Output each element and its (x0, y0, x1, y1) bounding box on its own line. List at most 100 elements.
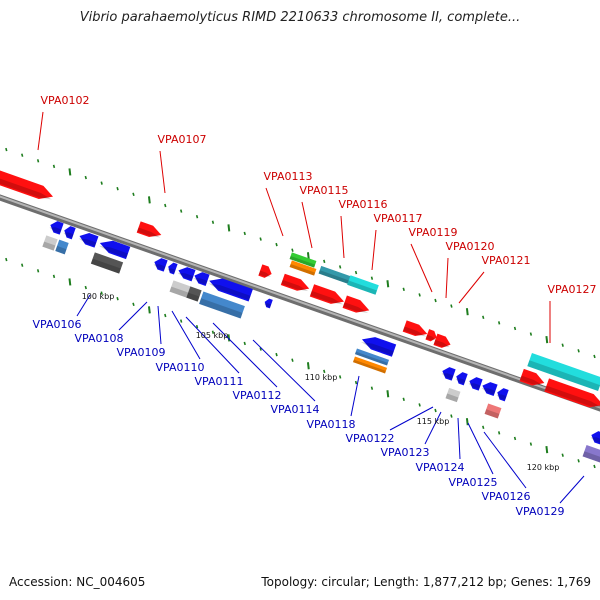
gene-arrow (441, 367, 456, 381)
gene-box (318, 265, 352, 285)
tick-mark (545, 336, 549, 344)
tick-mark (132, 302, 135, 307)
gene-label-vpa0117: VPA0117 (374, 212, 423, 225)
gene-label-vpa0127: VPA0127 (548, 283, 597, 296)
gene-box (186, 286, 202, 302)
tick-mark (116, 187, 119, 191)
gene-label-vpa0126: VPA0126 (482, 490, 531, 503)
tick-mark (211, 220, 215, 224)
gene-arrow (309, 284, 345, 305)
tick-mark (482, 315, 485, 319)
gene-arrow (264, 298, 273, 309)
tick-mark (36, 269, 40, 273)
scale-label: 100 kbp (82, 292, 115, 301)
forward-strand-features (0, 166, 600, 408)
gene-arrow (455, 372, 468, 386)
tick-mark (323, 369, 326, 374)
leader-line (171, 310, 201, 360)
tick-mark (227, 224, 231, 232)
tick-mark (243, 231, 246, 236)
topology-text: Topology: circular; Length: 1,877,212 bp… (261, 575, 591, 589)
gene-label-vpa0107: VPA0107 (158, 133, 207, 146)
tick-mark (195, 214, 199, 219)
leader-line (559, 475, 585, 504)
tick-mark (386, 390, 390, 398)
tick-mark (529, 332, 533, 336)
gene-box (352, 356, 388, 374)
tick-mark (100, 181, 103, 185)
gene-box (90, 252, 124, 274)
tick-mark (402, 397, 405, 402)
chromosome-backbone-highlight (0, 195, 600, 409)
tick-mark (418, 403, 421, 407)
tick-mark (291, 248, 294, 252)
tick-mark (211, 330, 215, 334)
gene-box (289, 252, 317, 268)
tick-mark (450, 414, 453, 418)
gene-arrow (468, 377, 483, 391)
tick-mark (418, 293, 421, 297)
tick-mark (275, 242, 278, 247)
gene-arrow (63, 226, 76, 240)
gene-label-vpa0108: VPA0108 (75, 332, 124, 345)
gene-arrow (49, 221, 64, 235)
gene-arrow (208, 278, 253, 302)
tick-mark (195, 324, 199, 329)
tick-mark (402, 287, 405, 292)
leader-lines (37, 111, 585, 504)
tick-mark (354, 380, 358, 385)
tick-mark (593, 464, 596, 469)
leader-line (118, 301, 148, 331)
tick-marks (5, 147, 596, 469)
gene-label-vpa0125: VPA0125 (449, 476, 498, 489)
tick-mark (386, 280, 390, 288)
gene-arrow (136, 221, 162, 238)
tick-mark (482, 425, 485, 429)
gene-arrow (496, 388, 509, 402)
tick-mark (529, 442, 533, 446)
gene-label-vpa0124: VPA0124 (416, 461, 465, 474)
gene-box (199, 291, 245, 319)
gene-label-vpa0119: VPA0119 (409, 226, 458, 239)
tick-mark (21, 263, 24, 267)
leader-line (424, 411, 442, 445)
leader-line (301, 201, 313, 249)
gene-box (354, 348, 390, 366)
gene-box (445, 387, 461, 403)
tick-mark (561, 453, 564, 457)
tick-mark (338, 375, 342, 379)
accession-text: Accession: NC_004605 (9, 575, 146, 589)
reverse-gene-labels: VPA0106VPA0108VPA0109VPA0110VPA0111VPA01… (33, 318, 565, 518)
leader-line (410, 243, 433, 293)
scale-label: 120 kbp (527, 463, 560, 472)
gene-arrow (519, 368, 545, 386)
forward-gene-labels: VPA0102VPA0107VPA0113VPA0115VPA0116VPA01… (41, 94, 597, 296)
reverse-strand-features (42, 221, 600, 463)
tick-mark (577, 459, 580, 463)
tick-mark (147, 196, 151, 204)
leader-line (157, 305, 162, 345)
gene-box (42, 235, 58, 251)
gene-label-vpa0120: VPA0120 (446, 240, 495, 253)
tick-mark (497, 321, 501, 325)
tick-mark (306, 252, 310, 260)
gene-arrow (544, 378, 600, 408)
gene-label-vpa0129: VPA0129 (516, 505, 565, 518)
tick-mark (227, 334, 231, 342)
tick-mark (434, 298, 437, 303)
gene-arrow (342, 295, 370, 314)
tick-mark (84, 285, 87, 290)
tick-mark (259, 237, 262, 241)
gene-arrow (193, 272, 210, 286)
gene-label-vpa0102: VPA0102 (41, 94, 90, 107)
gene-arrow (258, 264, 272, 278)
leader-line (37, 111, 44, 151)
tick-mark (513, 326, 517, 331)
tick-mark (179, 209, 183, 213)
tick-mark (323, 259, 326, 264)
tick-mark (306, 362, 310, 370)
tick-mark (577, 349, 580, 353)
tick-mark (259, 347, 262, 351)
